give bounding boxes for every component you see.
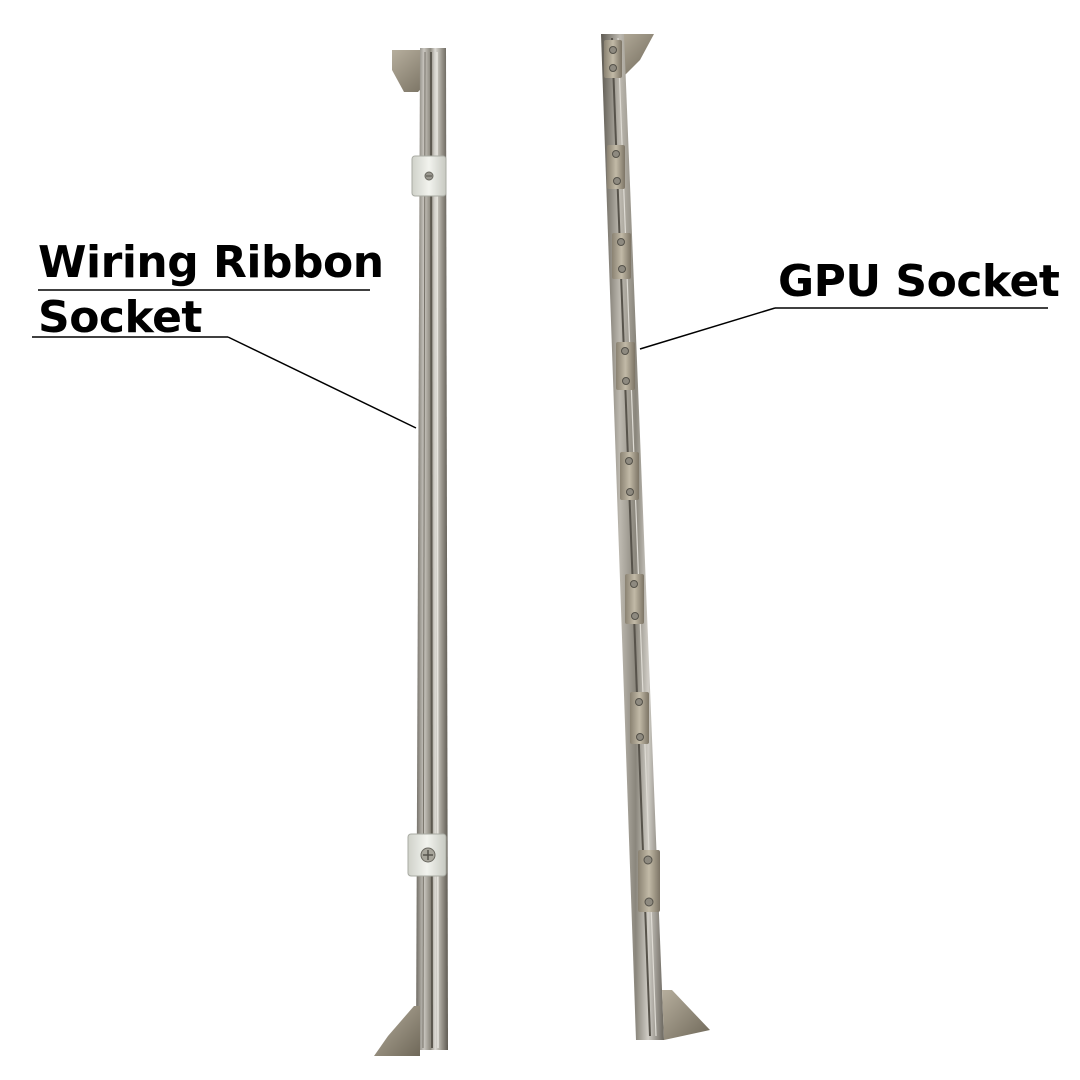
screw-icon [636, 733, 644, 741]
screw-icon [625, 457, 633, 465]
label-gpu-socket: GPU Socket [778, 256, 1060, 307]
callout-gpu-socket [639, 307, 1048, 350]
right-rail-top-bracket [616, 34, 654, 76]
gpu-mount-plate [604, 40, 622, 78]
label-wiring-ribbon-line1: Wiring Ribbon [38, 237, 384, 288]
screw-icon [630, 580, 638, 588]
gpu-mount-plates [604, 40, 660, 912]
gpu-mount-plate [620, 452, 639, 500]
screw-icon [643, 855, 653, 865]
left-rail-cable-clip-lower [407, 833, 447, 877]
screw-icon [612, 150, 620, 158]
left-rail [374, 48, 448, 1056]
screw-icon [613, 177, 621, 185]
gpu-mount-plate [616, 342, 635, 390]
screw-icon [609, 64, 617, 72]
gpu-mount-plate [638, 850, 660, 912]
screw-icon [617, 238, 625, 246]
screw-icon [622, 377, 630, 385]
right-rail [601, 34, 710, 1040]
left-rail-bottom-bracket [374, 1006, 420, 1056]
gpu-mount-plate [625, 574, 644, 624]
left-rail-cable-clip-upper [411, 155, 447, 197]
screw-icon [631, 612, 639, 620]
screw-icon [609, 46, 617, 54]
screw-icon [621, 347, 629, 355]
screw-icon [626, 488, 634, 496]
gpu-mount-plate [630, 692, 649, 744]
right-rail-extrusion [601, 34, 664, 1040]
gpu-mount-plate [607, 145, 625, 189]
screw-icon [644, 897, 654, 907]
label-wiring-ribbon-line2: Socket [38, 292, 202, 343]
callout-wiring-ribbon [32, 289, 417, 429]
screw-icon [635, 698, 643, 706]
gpu-mount-plate [612, 233, 631, 279]
right-rail-bottom-bracket [662, 990, 710, 1040]
screw-icon [618, 265, 626, 273]
